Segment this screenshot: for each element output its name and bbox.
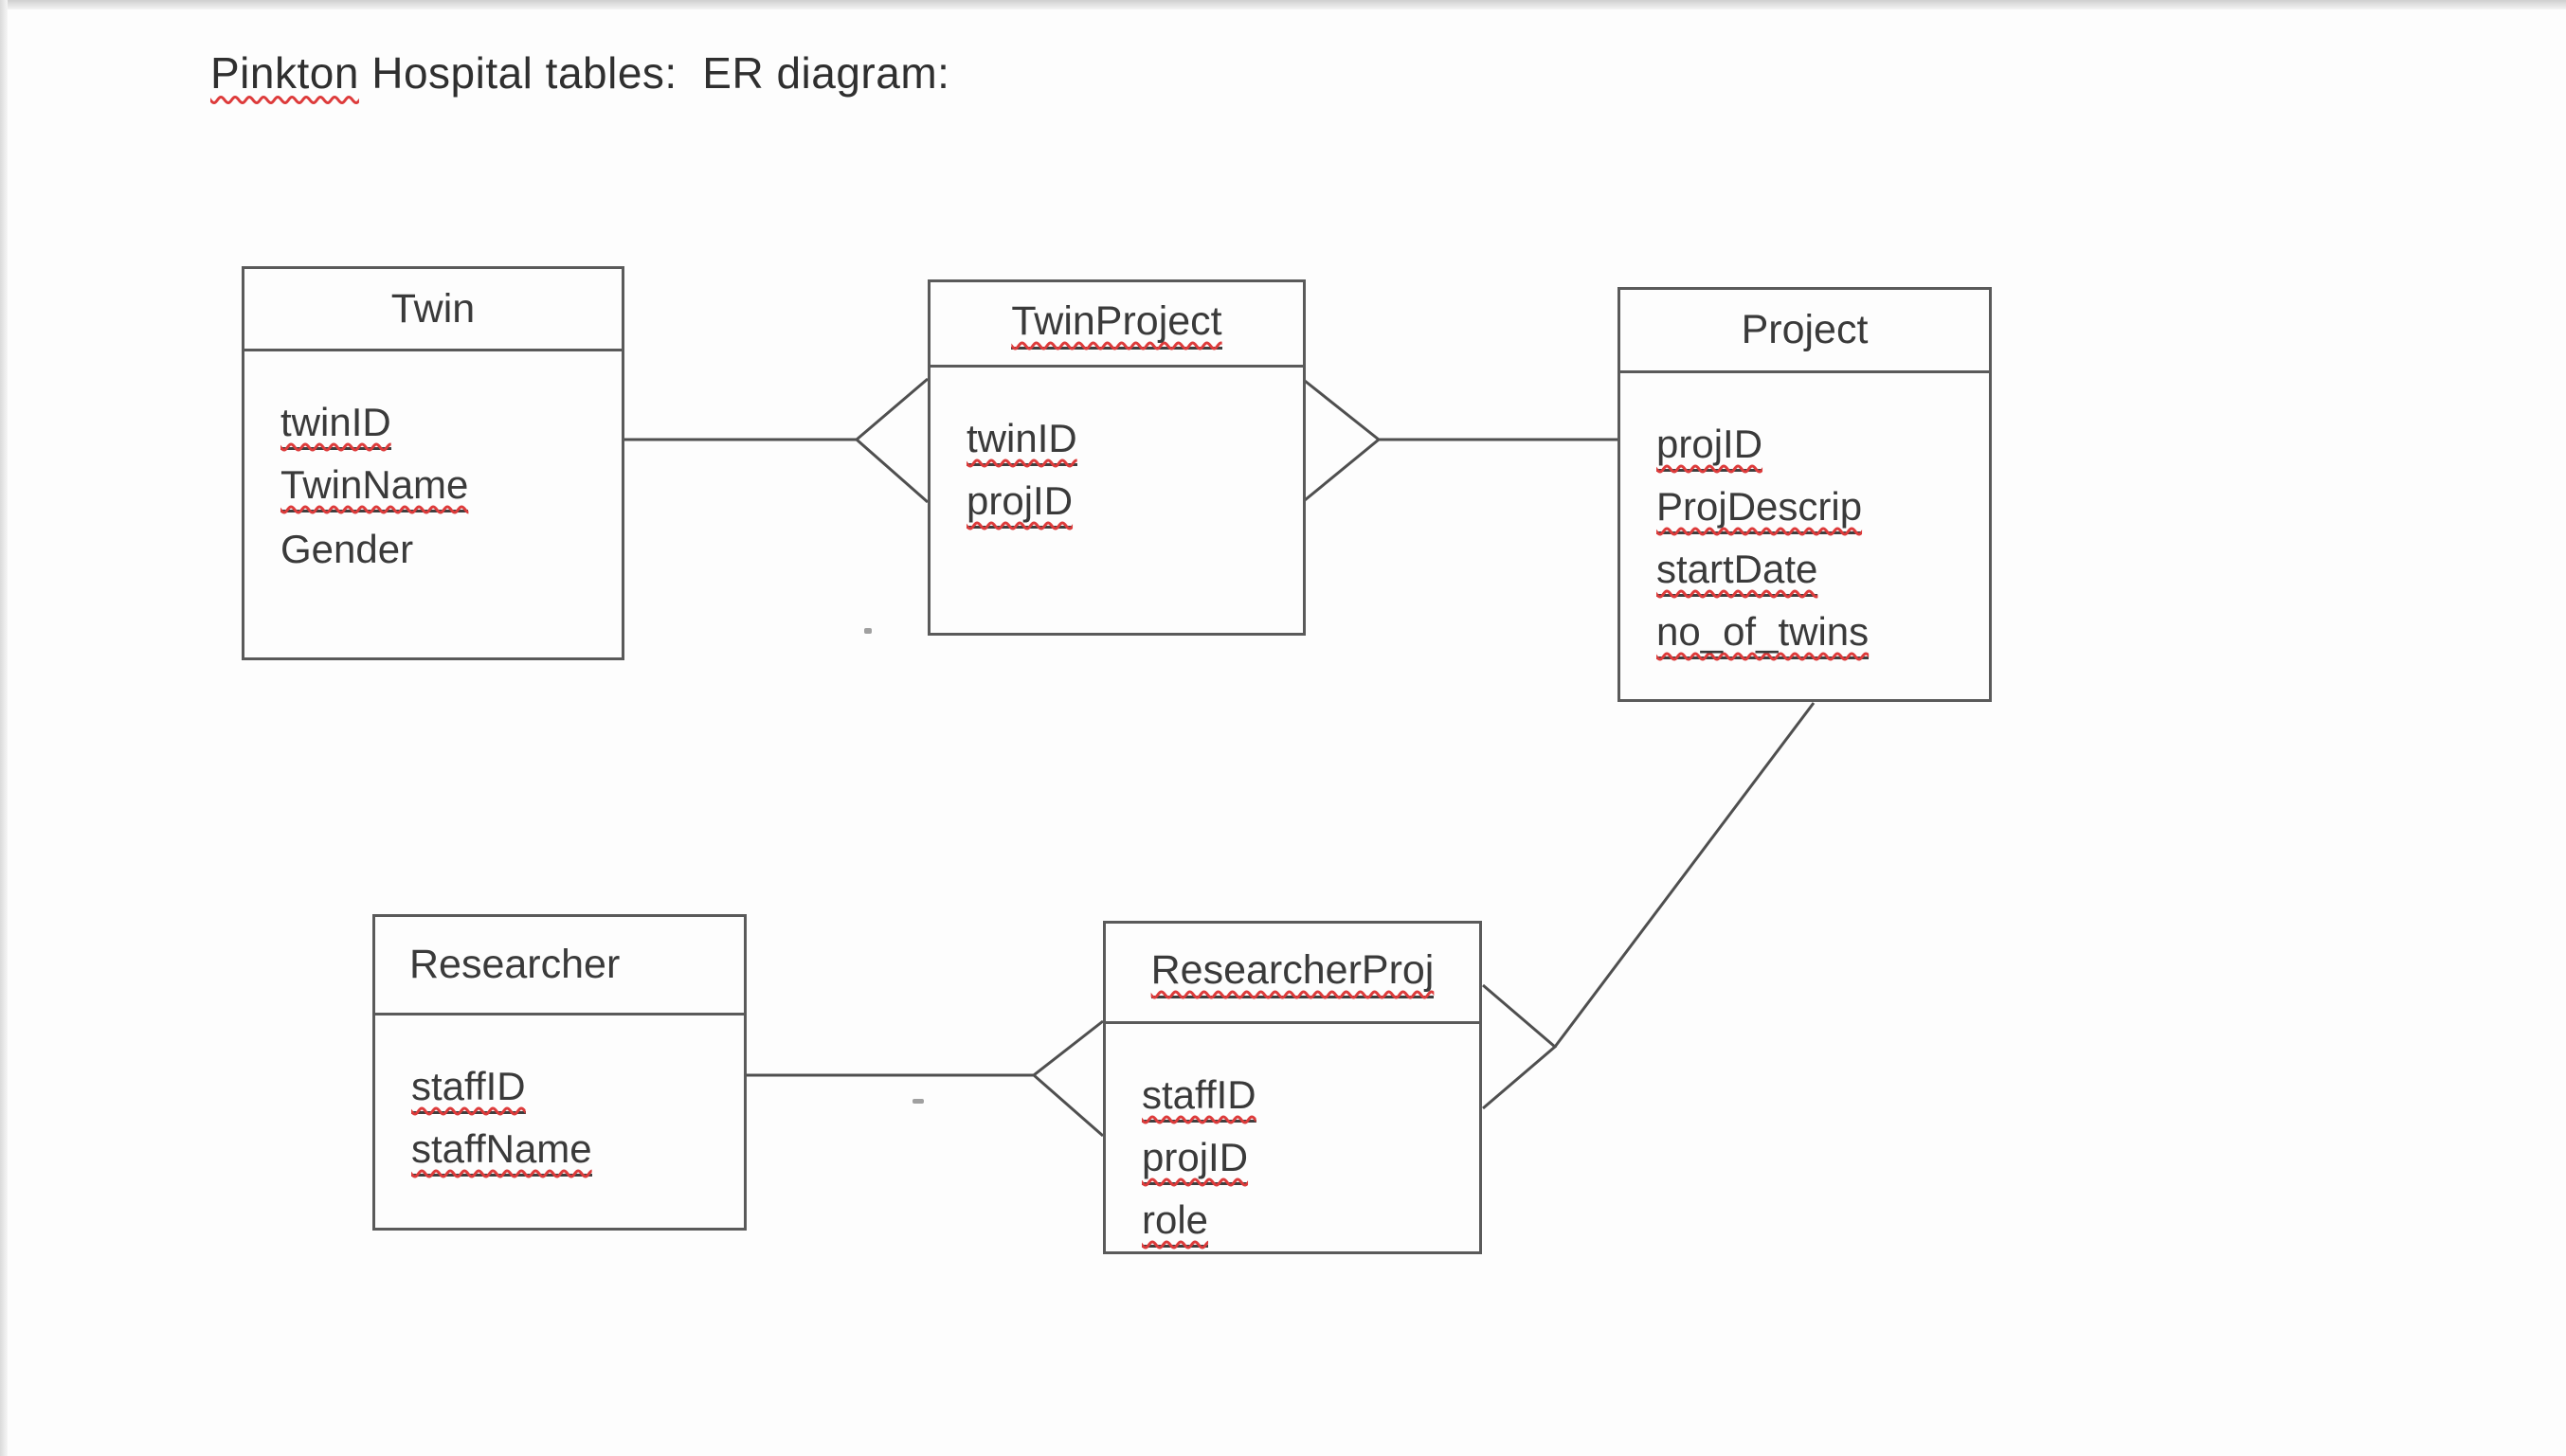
entity-title-text: TwinProject (1011, 298, 1222, 350)
attribute-project-ProjDescrip: ProjDescrip (1656, 484, 1863, 534)
attribute-row: twinID (280, 393, 622, 456)
attribute-row: startDate (1656, 540, 1989, 602)
attribute-researcher-staffName: staffName (411, 1126, 592, 1177)
entity-title-twinproject: TwinProject (931, 282, 1303, 368)
attribute-row: ProjDescrip (1656, 477, 1989, 540)
attribute-project-no_of_twins: no_of_twins (1656, 609, 1870, 659)
attribute-row: staffName (411, 1120, 744, 1182)
attribute-row: twinID (967, 409, 1303, 472)
entity-title-text: Researcher (409, 942, 621, 987)
attribute-twinproject-twinID: twinID (967, 416, 1077, 466)
entity-title-twin: Twin (244, 269, 622, 351)
page-title-rest: Hospital tables: ER diagram: (358, 48, 950, 98)
attribute-row: staffID (1142, 1066, 1479, 1128)
entity-title-text: Project (1741, 307, 1869, 352)
window-edge-left (0, 0, 8, 1456)
entity-title-project: Project (1620, 290, 1989, 373)
entity-title-researcherproj: ResearcherProj (1106, 924, 1479, 1024)
attribute-twinproject-projID: projID (967, 478, 1074, 529)
entity-title-researcher: Researcher (375, 917, 744, 1016)
entity-researcherproj: ResearcherProj staffID projID role (1103, 921, 1482, 1254)
attribute-list-twinproject: twinID projID (931, 368, 1303, 534)
attribute-twin-Gender: Gender (280, 527, 414, 571)
attribute-twin-TwinName: TwinName (280, 462, 469, 512)
attribute-list-project: projID ProjDescrip startDate no_of_twins (1620, 373, 1989, 665)
entity-researcher: Researcher staffID staffName (372, 914, 747, 1231)
attribute-row: TwinName (280, 456, 622, 518)
entity-twinproject: TwinProject twinID projID (928, 279, 1306, 636)
page-title-flagged-word: Pinkton (210, 48, 359, 98)
crowfoot-twinproject-right-icon (1304, 379, 1382, 502)
window-edge-top (0, 0, 2566, 9)
attribute-list-researcher: staffID staffName (375, 1016, 744, 1182)
entity-title-text: Twin (390, 285, 476, 332)
attribute-row: projID (1656, 415, 1989, 477)
page-title: Pinkton Hospital tables: ER diagram: (210, 47, 949, 99)
entity-title-text: ResearcherProj (1150, 947, 1435, 998)
stray-mark (864, 628, 872, 634)
attribute-row: staffID (411, 1057, 744, 1120)
attribute-researcherproj-role: role (1142, 1197, 1209, 1248)
attribute-twin-twinID: twinID (280, 400, 391, 450)
attribute-researcherproj-projID: projID (1142, 1135, 1249, 1185)
attribute-row: Gender (280, 518, 622, 581)
crowfoot-researcherproj-left-icon (1031, 1019, 1104, 1138)
attribute-row: role (1142, 1191, 1479, 1253)
crowfoot-twinproject-left-icon (854, 377, 929, 504)
connector-project-researcherproj (1553, 702, 1816, 1048)
attribute-researcher-staffID: staffID (411, 1064, 526, 1114)
attribute-researcherproj-staffID: staffID (1142, 1072, 1256, 1123)
attribute-row: no_of_twins (1656, 602, 1989, 665)
crowfoot-researcherproj-right-icon (1482, 983, 1558, 1110)
attribute-project-projID: projID (1656, 422, 1763, 472)
attribute-project-startDate: startDate (1656, 547, 1818, 597)
entity-project: Project projID ProjDescrip startDate no_of_t… (1617, 287, 1992, 702)
attribute-row: projID (967, 472, 1303, 534)
attribute-row: projID (1142, 1128, 1479, 1191)
attribute-list-researcherproj: staffID projID role (1106, 1024, 1479, 1253)
stray-mark (913, 1099, 924, 1104)
